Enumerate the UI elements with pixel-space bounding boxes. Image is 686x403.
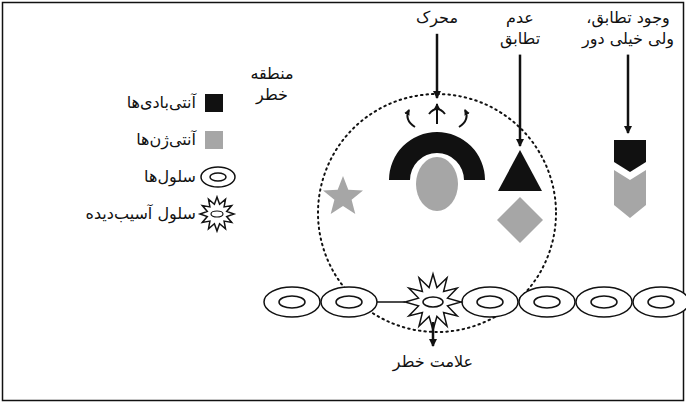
legend-damaged-sample	[200, 197, 234, 231]
pointer-arrow	[519, 55, 522, 146]
damaged-cell-core	[423, 297, 443, 307]
stimulus-label: محرک	[377, 8, 497, 29]
danger-zone-label: منطقه خطر	[240, 64, 304, 106]
antigen-star	[323, 176, 363, 214]
danger-signal-arrow	[432, 322, 435, 346]
legend-swatch	[205, 94, 223, 112]
antibody-triangle	[498, 150, 542, 191]
antigen-oval	[416, 157, 458, 211]
mismatch-label: عدم تطابق	[490, 8, 550, 50]
danger-signal-label: علامت خطر	[363, 352, 503, 373]
antigen-chevron	[614, 170, 646, 218]
antibody-arch	[389, 132, 485, 180]
signal-arrows	[407, 104, 466, 127]
legend-label: سلول آسیب‌دیده	[86, 204, 196, 225]
pointer-arrow	[627, 55, 630, 133]
frame	[3, 3, 684, 401]
pointer-arrow	[436, 34, 439, 98]
legend-cell-sample	[201, 167, 235, 187]
cell-row	[264, 287, 686, 317]
legend-cell-sample-core	[210, 173, 226, 181]
antigen-diamond	[497, 197, 543, 243]
legend-label: آنتی‌بادی‌ها	[127, 93, 196, 114]
legend-damaged-sample-core	[211, 211, 223, 217]
legend-label: آنتی‌ژن‌ها	[136, 130, 196, 151]
far-match-label: وجود تطابق، ولی خیلی دور	[578, 8, 678, 50]
legend-label: سلول‌ها	[144, 167, 196, 188]
antibody-pentagon	[614, 140, 646, 172]
damaged-cell	[405, 274, 461, 330]
legend-swatch	[205, 131, 223, 149]
